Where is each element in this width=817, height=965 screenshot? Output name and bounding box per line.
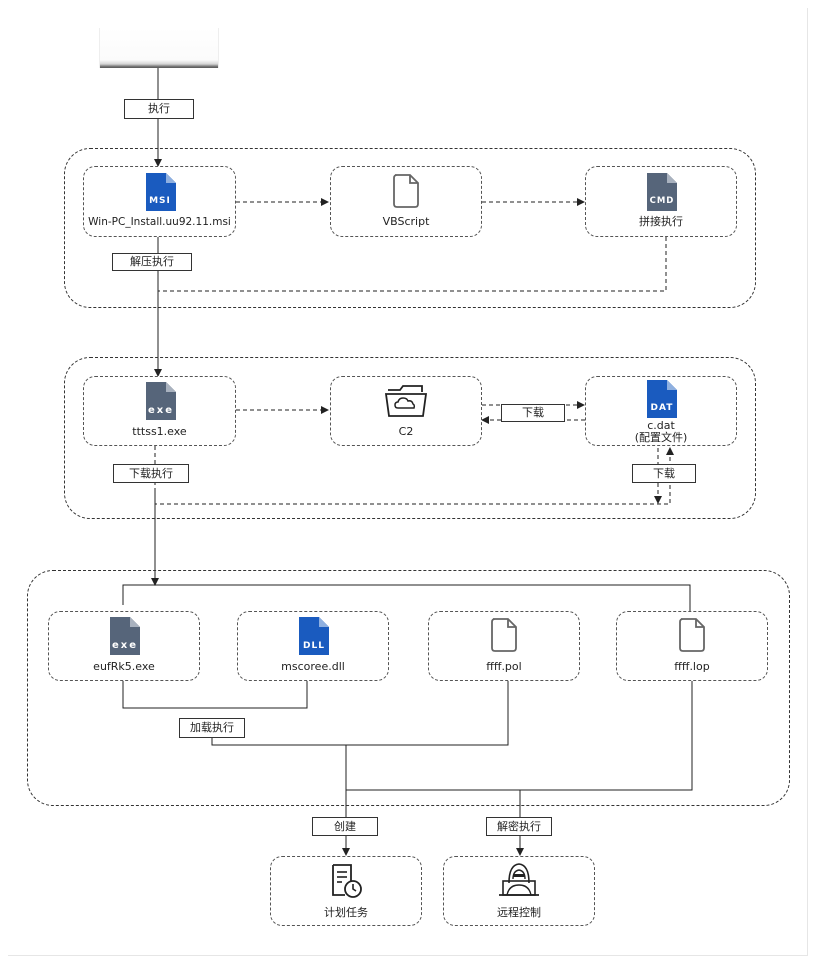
label-unzip-exec: 解压执行 <box>112 253 192 271</box>
stage-3-group <box>27 570 790 806</box>
msi-badge: MSI <box>149 196 171 206</box>
cdat-badge: DAT <box>651 403 674 413</box>
mscoree-node[interactable]: DLL mscoree.dll <box>237 611 389 681</box>
edge-eufrk-mscoree-join <box>122 681 308 709</box>
label-download-b: 下载 <box>632 464 696 483</box>
mscoree-label: mscoree.dll <box>281 660 345 673</box>
c2-node[interactable]: C2 <box>330 376 482 446</box>
file-dat-icon: DAT <box>647 380 677 418</box>
cmd-badge: CMD <box>650 196 675 206</box>
mscoree-badge: DLL <box>303 641 325 651</box>
file-outline-icon <box>491 618 517 652</box>
tttss-label: tttss1.exe <box>132 425 187 438</box>
stage-1-group <box>64 148 756 308</box>
eufrk-label: eufRk5.exe <box>93 660 155 673</box>
label-load-exec: 加载执行 <box>179 718 245 738</box>
remote-control-label: 远程控制 <box>497 906 541 919</box>
file-dll-icon: DLL <box>299 617 329 655</box>
remote-control-node[interactable]: 远程控制 <box>443 856 595 926</box>
file-outline-icon <box>393 174 419 208</box>
cdat-sublabel: (配置文件) <box>634 431 688 444</box>
fffflop-node[interactable]: ffff.lop <box>616 611 768 681</box>
label-create: 创建 <box>312 817 378 836</box>
stage-2-group <box>64 357 756 519</box>
file-outline-icon <box>679 618 705 652</box>
file-exe-icon: exe <box>145 382 176 420</box>
edge-cmd-back <box>158 237 667 292</box>
edge-group3-top-bar <box>122 584 691 611</box>
ffffpol-node[interactable]: ffff.pol <box>428 611 580 681</box>
fffflop-label: ffff.lop <box>674 660 710 673</box>
tttss-node[interactable]: exe tttss1.exe <box>83 376 236 446</box>
cloud-folder-icon <box>384 385 428 417</box>
label-exec: 执行 <box>124 99 194 119</box>
scheduled-task-icon <box>332 864 362 898</box>
label-download-a: 下载 <box>501 404 565 422</box>
cmd-node[interactable]: CMD 拼接执行 <box>585 166 737 237</box>
edge-merge <box>345 653 693 791</box>
scheduled-task-node[interactable]: 计划任务 <box>270 856 422 926</box>
vbscript-node[interactable]: VBScript <box>330 166 482 237</box>
tttss-badge: exe <box>147 405 173 416</box>
file-msi-icon: MSI <box>145 173 176 211</box>
eufrk-badge: exe <box>112 640 138 651</box>
msi-label: Win-PC_Install.uu92.11.msi <box>88 216 231 228</box>
canvas-frame <box>8 8 808 956</box>
hacker-icon <box>499 863 539 896</box>
file-cmd-icon: CMD <box>647 173 677 211</box>
label-download-exec: 下载执行 <box>113 464 189 483</box>
installer-screenshot <box>99 28 219 68</box>
eufrk-node[interactable]: exe eufRk5.exe <box>48 611 200 681</box>
cdat-node[interactable]: DAT c.dat (配置文件) <box>585 376 737 446</box>
cdat-label: c.dat <box>647 419 675 432</box>
vbscript-label: VBScript <box>382 215 430 228</box>
cmd-label: 拼接执行 <box>639 215 683 228</box>
msi-node[interactable]: MSI Win-PC_Install.uu92.11.msi <box>83 166 236 237</box>
label-decrypt-exec: 解密执行 <box>486 817 552 836</box>
ffffpol-label: ffff.pol <box>486 660 522 673</box>
scheduled-task-label: 计划任务 <box>324 906 368 919</box>
c2-label: C2 <box>398 425 414 438</box>
file-exe-icon: exe <box>110 617 140 655</box>
